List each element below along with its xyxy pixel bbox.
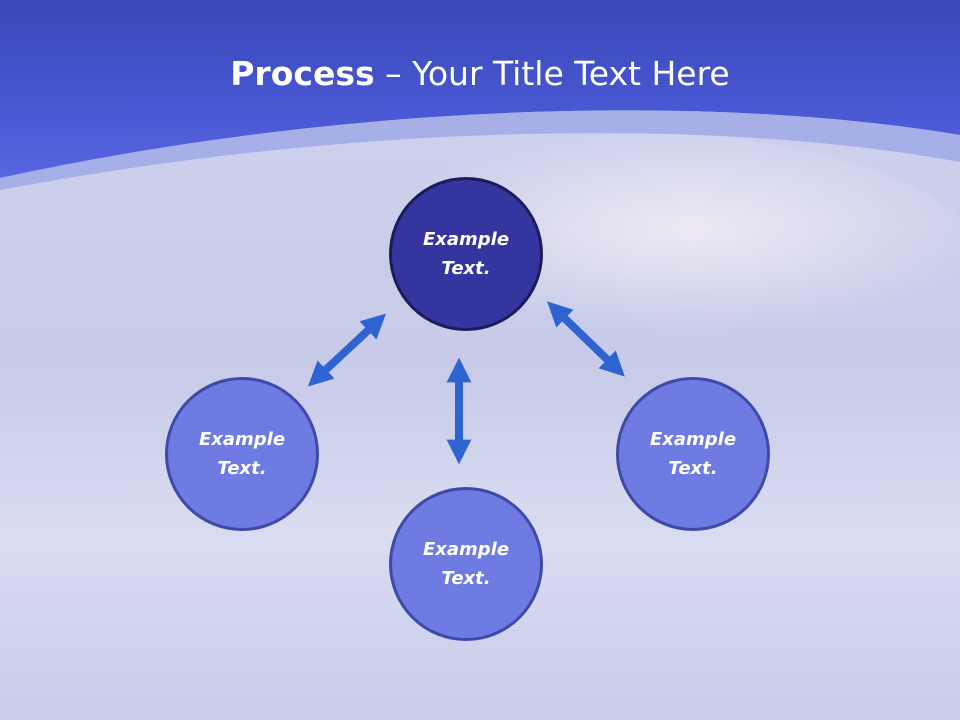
node-left-label: Example Text.: [198, 429, 286, 479]
node-right: Example Text.: [616, 377, 770, 531]
title-text: Your Title Text Here: [412, 54, 730, 93]
arrow-top-right: [547, 301, 625, 377]
title-strong: Process: [230, 54, 375, 93]
header-swoosh: [0, 110, 960, 190]
node-left: Example Text.: [165, 377, 319, 531]
node-bottom: Example Text.: [389, 487, 543, 641]
slide-title: Process – Your Title Text Here: [0, 52, 960, 96]
arrow-top-left: [307, 313, 387, 387]
node-bottom-label: Example Text.: [422, 539, 510, 589]
header-band: [0, 0, 960, 178]
node-top: Example Text.: [389, 177, 543, 331]
sky-glow: [220, 130, 960, 390]
node-right-label: Example Text.: [649, 429, 737, 479]
node-top-label: Example Text.: [422, 229, 510, 279]
title-separator: –: [374, 54, 413, 93]
